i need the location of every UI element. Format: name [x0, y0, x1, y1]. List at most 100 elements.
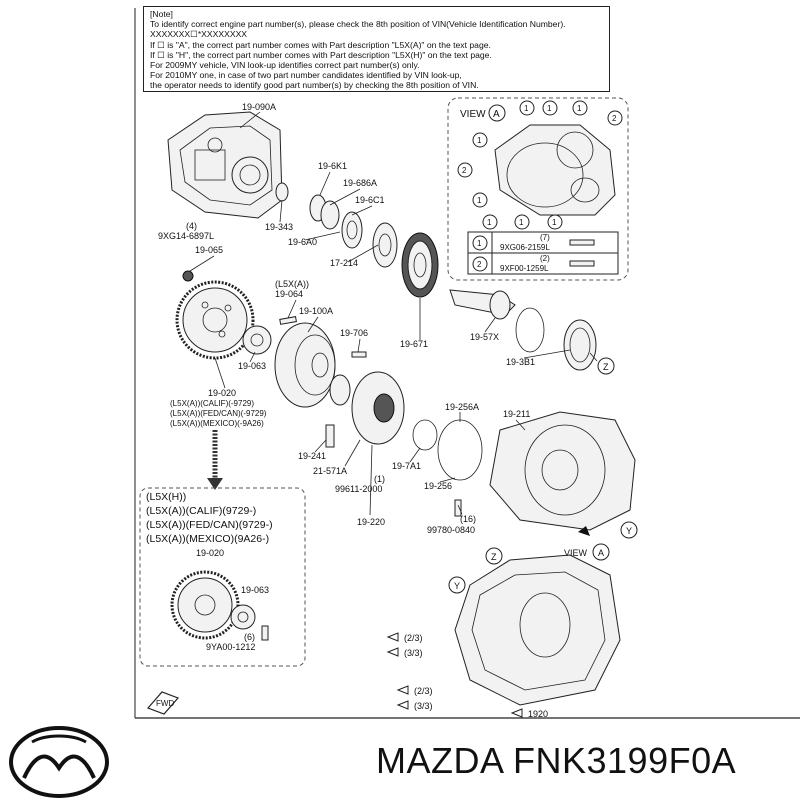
view-a-marker: 1	[524, 104, 529, 113]
page-ref-icon	[386, 647, 399, 657]
nut-19-065	[182, 270, 194, 282]
page-ref-label: 1920	[528, 709, 548, 719]
page-ref-icon	[396, 685, 409, 695]
note-line: For 2009MY vehicle, VIN look-up identifi…	[150, 60, 420, 71]
callout-z: Z	[491, 552, 497, 562]
table-row-part: 9XG06-2159L	[500, 243, 550, 252]
view-a-marker: 2	[612, 114, 617, 123]
view-a-panel	[447, 97, 629, 281]
callout-label: 19-256A	[445, 402, 479, 412]
callout-label: 19-241	[298, 451, 326, 461]
gear-17-214	[372, 222, 398, 268]
table-row-part: 9XF00-1259L	[500, 264, 549, 273]
view-a-callout-circle	[592, 543, 610, 561]
seal-ring	[329, 374, 351, 406]
callout-z: Z	[603, 362, 609, 372]
snap-ring	[515, 307, 545, 353]
washer-variant	[230, 604, 256, 630]
callout-label: 19-3B1	[506, 357, 535, 367]
callout-label: 19-256	[424, 481, 452, 491]
bearing-19-6c1	[320, 200, 340, 230]
shaft-19-57x	[449, 289, 516, 320]
bearing-19-6a0	[341, 211, 363, 249]
note-line: the operator needs to identify good part…	[150, 80, 479, 91]
view-a-marker: 1	[547, 104, 552, 113]
callout-marker	[472, 132, 488, 148]
table-row-qty: (2)	[540, 254, 550, 263]
view-a-marker: 1	[577, 104, 582, 113]
view-a-letter-circle	[488, 104, 506, 122]
callout-marker	[457, 162, 473, 178]
callout-marker	[472, 192, 488, 208]
seal-19-343	[275, 182, 289, 202]
ring-gear-19-671	[401, 232, 439, 298]
callout-label: 19-100A	[299, 306, 333, 316]
callout-label: 19-220	[357, 517, 385, 527]
bolt-19-064	[279, 316, 297, 325]
page-ref-label: (3/3)	[414, 701, 433, 711]
mazda-logo-icon	[9, 726, 109, 798]
view-a-marker: 1	[552, 218, 557, 227]
callout-label: 19-6K1	[318, 161, 347, 171]
bolt-19-706	[351, 351, 367, 358]
callout-label: 19-671	[400, 339, 428, 349]
callout-label: 19-020	[208, 388, 236, 398]
view-a-letter: A	[493, 109, 500, 120]
callout-label: 19-7A1	[392, 461, 421, 471]
callout-marker	[482, 214, 498, 230]
callout-label: 19-6C1	[355, 195, 385, 205]
bolt-icon	[569, 239, 595, 246]
callout-y: Y	[454, 581, 460, 591]
callout-label: 19-064	[275, 289, 303, 299]
view-a-marker: 2	[462, 166, 467, 175]
bolt-icon	[569, 260, 595, 267]
note-line: XXXXXXX☐*XXXXXXXX	[150, 29, 248, 40]
callout-label: 19-065	[195, 245, 223, 255]
view-a-marker: 1	[519, 218, 524, 227]
page-ref-label: (2/3)	[414, 686, 433, 696]
callout-marker	[514, 214, 530, 230]
callout-label: 19-063	[238, 361, 266, 371]
page-ref-icon	[386, 632, 399, 642]
callout-marker	[519, 100, 535, 116]
table-row-marker	[472, 235, 488, 251]
oil-pump-19-220	[351, 371, 405, 445]
page-ref-label: (3/3)	[404, 648, 423, 658]
callout-label: (L5X(A))	[275, 279, 309, 289]
vin-note-box: [Note] To identify correct engine part n…	[143, 6, 610, 92]
view-a-callout: VIEW	[564, 548, 588, 558]
callout-label: 19-57X	[470, 332, 499, 342]
torque-converter-19-100a	[274, 322, 336, 408]
callout-label: (L5X(A))(MEXICO)(-9A26)	[170, 419, 264, 428]
note-line: To identify correct engine part number(s…	[150, 19, 566, 30]
transaxle-assembly-illustration	[167, 111, 283, 219]
callout-label: 99780-0840	[427, 525, 475, 535]
o-ring-19-7a1	[412, 419, 438, 451]
brand-part-number: MAZDA FNK3199F0A	[376, 740, 737, 781]
callout-label: 19-343	[265, 222, 293, 232]
note-line: For 2010MY one, in case of two part numb…	[150, 70, 462, 81]
note-line: If ☐ is "H", the correct part number com…	[150, 49, 492, 60]
note-line: If ☐ is "A", the correct part number com…	[150, 39, 491, 50]
washer-19-063	[242, 325, 272, 355]
fwd-arrow-icon: FWD	[146, 691, 180, 715]
callout-marker	[607, 110, 623, 126]
converter-housing-19-211	[489, 411, 636, 531]
callout-marker	[572, 100, 588, 116]
view-a-marker: 1	[477, 196, 482, 205]
fwd-label: FWD	[156, 699, 174, 708]
variant-line: (L5X(H))	[146, 491, 186, 503]
callout-label: 9XG14-6897L	[158, 231, 214, 241]
table-row-num: 1	[477, 239, 482, 248]
callout-y: Y	[626, 526, 632, 536]
callout-label: 21-571A	[313, 466, 347, 476]
table-row-marker	[472, 256, 488, 272]
callout-z-circle	[485, 547, 503, 565]
callout-label: 19-6A0	[288, 237, 317, 247]
spring-19-241	[325, 424, 335, 448]
callout-label: (16)	[460, 514, 476, 524]
callout-label: (1)	[374, 474, 385, 484]
callout-label: 19-211	[503, 409, 530, 419]
callout-label: 19-063	[241, 585, 269, 595]
